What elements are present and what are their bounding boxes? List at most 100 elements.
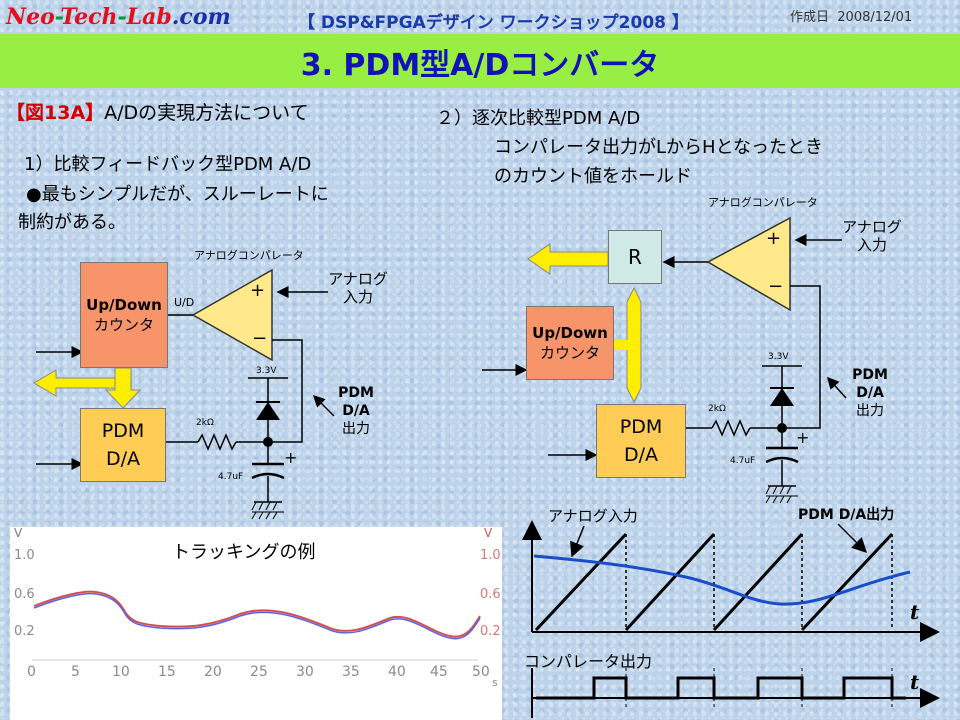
left-plus-sign: + [250,280,266,301]
osc-xtick-10: 10 [112,664,130,680]
right-desc-line1: コンパレータ出力がLからHとなったとき [494,137,824,158]
osc-ytick-right-1: 1.0 [480,548,501,563]
section-heading: 【図13A】A/Dの実現方法について [6,98,309,125]
da-label: D/A [623,444,659,466]
timing-comparator-label: コンパレータ出力 [524,652,653,671]
left-resistor [197,433,237,451]
slide-title: 3. PDM型A/Dコンバータ [300,48,660,83]
figure-number: 【図13A】 [6,102,105,124]
oscilloscope-title: トラッキングの例 [172,542,316,563]
pdm-label: PDM [619,416,663,438]
timing-analog-label: アナログ入力 [548,507,638,525]
date-value: 2008/12/01 [837,10,913,25]
workshop-title: 【 DSP&FPGAデザイン ワークショップ2008 】 [298,13,689,33]
osc-xtick-35: 35 [342,664,360,680]
osc-xtick-15: 15 [158,664,176,680]
osc-xtick-50: 50 [472,664,490,680]
left-minus-sign: − [252,328,268,349]
left-comparator-label: アナログコンパレータ [194,249,304,262]
da-text: D/A [342,403,370,419]
left-comparator [191,268,273,362]
analog-input-curve [533,554,911,606]
ud-signal-label: U/D [174,296,195,309]
left-diode [256,402,280,420]
trace-blue [33,592,481,640]
timing-t-label-2: t [910,670,920,694]
trace-red [33,590,481,638]
register-label: R [628,245,642,269]
left-subheading: 1）比較フィードバック型PDM A/D [24,154,312,175]
left-note-line1: ●最もシンプルだが、スルーレートに [26,184,329,205]
logo-dash: - [54,4,61,30]
input-text: 入力 [342,288,373,306]
da-label: D/A [105,448,141,470]
comparator-output-wave [536,676,906,700]
osc-xtick-20: 20 [204,664,222,680]
osc-xtick-45: 45 [430,664,448,680]
right-capacitor [765,456,799,464]
left-counter-block: Up/Down カウンタ [80,262,168,368]
logo-neo: Neo [6,4,55,30]
right-cap-plus: + [796,428,810,447]
creation-date: 作成日 2008/12/01 [790,6,912,25]
osc-x-unit: s [492,676,498,689]
output-text: 出力 [342,421,370,437]
right-pdm-output-label: PDM D/A 出力 [842,366,898,420]
counter-label-en: Up/Down [86,295,162,314]
right-resistor-label: 2kΩ [708,404,726,414]
osc-xtick-0: 0 [27,664,36,680]
right-resistor [711,419,751,437]
timing-pdm-label: PDM D/A出力 [798,507,895,523]
left-note-line2: 制約がある。 [18,212,126,233]
osc-unit-left: V [14,526,23,540]
osc-xtick-30: 30 [296,664,314,680]
right-capacitor-label: 4.7uF [730,456,756,466]
logo-dash: - [117,4,127,30]
input-text: 入力 [856,236,887,254]
logo-tech: Tech [60,4,118,30]
left-output-arrow [33,369,116,397]
osc-xtick-5: 5 [71,664,80,680]
counter-label-en: Up/Down [532,323,608,342]
left-capacitor-label: 4.7uF [218,472,244,482]
left-voltage-label: 3.3V [256,366,277,376]
timing-t-label: t [910,600,920,624]
osc-unit-right: V [484,526,493,540]
right-comparator [706,216,791,312]
right-pdm-da-block: PDM D/A [596,404,686,478]
da-text: D/A [856,385,884,401]
date-label: 作成日 [790,10,830,25]
osc-ytick-left-1: 1.0 [14,548,35,563]
osc-ytick-left-3: 0.2 [14,624,35,639]
section-title: A/Dの実現方法について [104,102,309,124]
left-cap-plus: + [284,448,298,467]
right-desc-line2: のカウント値をホールド [494,166,692,187]
left-down-arrow [104,367,142,409]
right-subheading: ２）逐次比較型PDM A/D [436,108,641,129]
right-voltage-label: 3.3V [768,352,789,362]
site-logo: Neo-Tech-Lab.com [6,4,231,30]
right-minus-sign: − [768,276,784,297]
osc-xtick-40: 40 [388,664,406,680]
analog-text: アナログ [328,270,388,288]
pdm-text: PDM [338,385,374,401]
logo-lab: Lab [126,4,172,30]
osc-ytick-left-2: 0.6 [14,587,35,602]
output-text: 出力 [856,403,884,419]
right-plus-sign: + [766,228,782,249]
pdm-label: PDM [101,420,145,442]
left-pdm-output-label: PDM D/A 出力 [328,384,384,438]
counter-label-jp: カウンタ [539,343,600,362]
right-analog-input-label: アナログ 入力 [842,218,902,254]
register-block: R [608,230,662,284]
osc-ytick-right-2: 0.6 [480,587,501,602]
pdm-text: PDM [852,367,888,383]
osc-xtick-25: 25 [250,664,268,680]
left-capacitor [251,472,285,480]
right-diode [770,388,794,406]
osc-ytick-right-3: 0.2 [480,624,501,639]
